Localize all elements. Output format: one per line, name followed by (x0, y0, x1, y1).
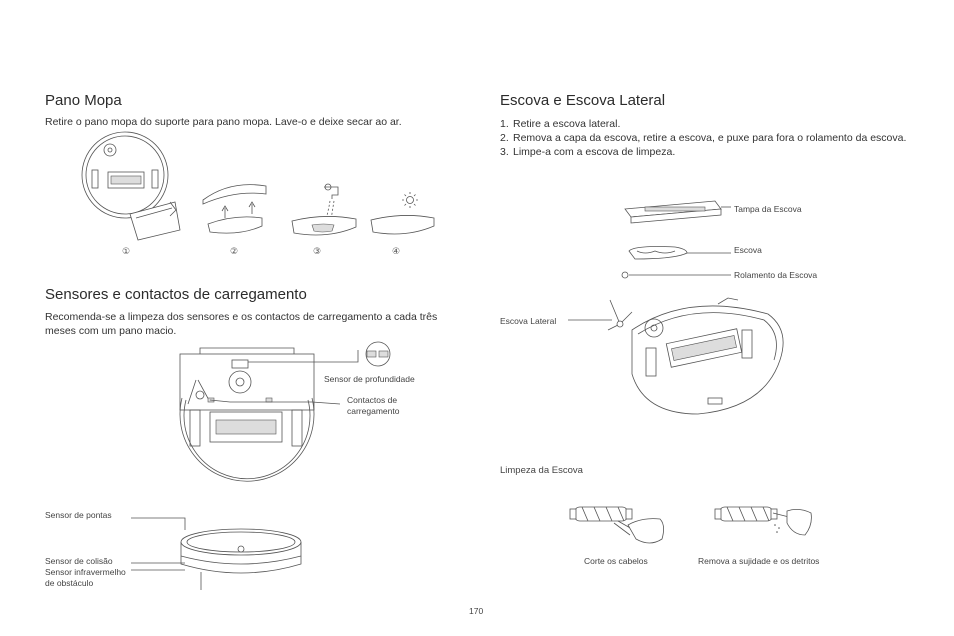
collision-sensor-label: Sensor de colisão (45, 556, 113, 566)
brush-step: 1.Retire a escova lateral. (500, 118, 621, 130)
mop-step-1: ① (122, 246, 131, 256)
brush-step: 2.Remova a capa da escova, retire a esco… (500, 132, 907, 144)
remove-debris-caption: Remova a sujidade e os detritos (698, 556, 820, 566)
mop-drying-illustration (370, 192, 435, 235)
infrared-sensor-label-line1: Sensor infravermelho (45, 567, 126, 577)
mop-step-4: ④ (392, 246, 401, 256)
charging-contacts-label-line1: Contactos de (347, 395, 398, 405)
brush-step: 3.Limpe-a com a escova de limpeza. (500, 146, 676, 158)
mop-step-3: ③ (313, 246, 322, 256)
robot-side-view-illustration (131, 517, 302, 590)
robot-underside-sensors-illustration (179, 341, 391, 482)
mop-washing-illustration (291, 183, 357, 236)
edge-sensor-label: Sensor de pontas (45, 510, 112, 520)
cut-hair-illustration (569, 506, 664, 544)
sensors-instructions: Recomenda-se a limpeza dos sensores e os… (45, 311, 438, 337)
charging-contacts-label-line2: carregamento (347, 406, 400, 416)
brush-cover-label: Tampa da Escova (734, 204, 802, 214)
brush-parts-illustration (621, 200, 731, 279)
page-number: 170 (469, 606, 484, 616)
brush-bearing-label: Rolamento da Escova (734, 270, 818, 280)
brush-cleaning-title: Limpeza da Escova (500, 465, 583, 476)
sensors-title: Sensores e contactos de carregamento (45, 286, 307, 303)
mop-removal-illustration (81, 131, 181, 241)
brush-steps-list: 1.Retire a escova lateral. 2.Remova a ca… (500, 117, 910, 159)
depth-sensor-label: Sensor de profundidade (324, 374, 415, 384)
remove-debris-illustration (714, 506, 812, 536)
brush-title: Escova e Escova Lateral (500, 92, 666, 109)
cut-hair-caption: Corte os cabelos (584, 556, 648, 566)
infrared-sensor-label-line2: de obstáculo (45, 578, 94, 588)
mop-instructions: Retire o pano mopa do suporte para pano … (45, 116, 402, 128)
brush-label: Escova (734, 245, 762, 255)
mop-pad-detach-illustration (202, 184, 267, 234)
mop-title: Pano Mopa (45, 92, 122, 109)
side-brush-label: Escova Lateral (500, 316, 557, 326)
mop-step-2: ② (230, 246, 239, 256)
robot-underside-brush-illustration (568, 297, 784, 415)
